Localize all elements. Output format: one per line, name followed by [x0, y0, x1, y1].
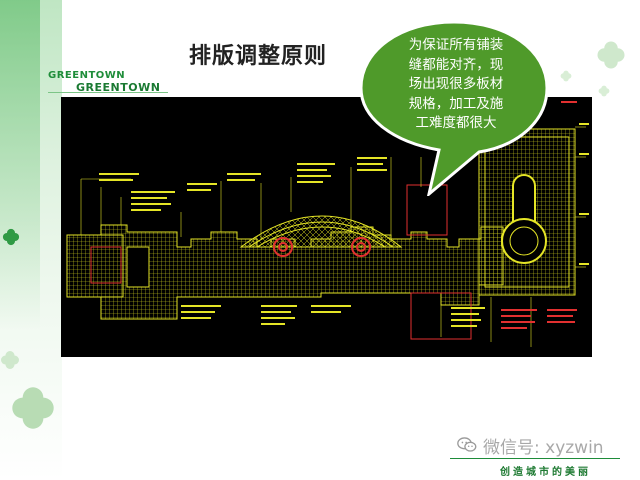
footer-slogan: 创造城市的美丽 [500, 467, 591, 478]
slide-title: 排版调整原则 [189, 44, 328, 69]
wechat-watermark: 微信号: xyzwin [457, 432, 604, 458]
callout-bubble: 为保证所有铺装 缝都能对齐，现 场出现很多板材 规格，加工及施 工难度都很大 [357, 18, 551, 196]
clover-icon [2, 228, 20, 246]
left-decorative-stripe [0, 0, 40, 330]
callout-line: 规格，加工及施 [408, 95, 504, 112]
wechat-icon [457, 437, 477, 452]
callout-line: 场出现很多板材 [408, 76, 504, 92]
callout-line: 为保证所有铺装 [408, 37, 504, 53]
clover-icon [598, 85, 610, 97]
speech-bubble-icon [359, 20, 549, 196]
clover-icon [560, 70, 572, 82]
footer-divider [450, 458, 620, 459]
brand-divider [48, 92, 168, 93]
brand-logo-text: GREENTOWN [48, 70, 126, 81]
brand-logo-text-secondary: GREENTOWN [76, 81, 161, 94]
clover-icon [12, 387, 54, 429]
clover-icon [1, 351, 19, 369]
clover-icon [597, 41, 625, 69]
callout-line: 工难度都很大 [415, 115, 497, 131]
callout-text: 为保证所有铺装 缝都能对齐，现 场出现很多板材 规格，加工及施 工难度都很大 [387, 36, 525, 134]
cad-paving-plan [66, 101, 589, 347]
callout-line: 缝都能对齐，现 [408, 56, 504, 73]
watermark-text: 微信号: xyzwin [483, 437, 604, 458]
